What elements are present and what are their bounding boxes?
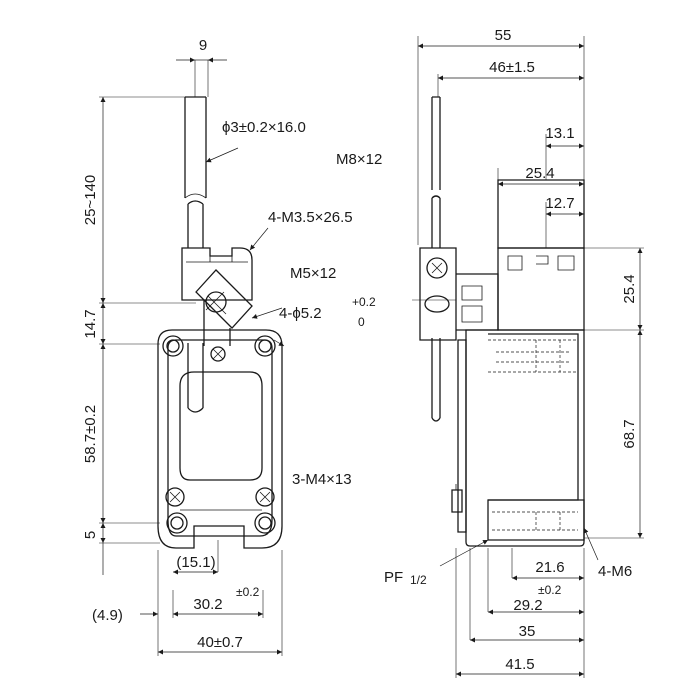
dim-lever-diameter: ϕ3±0.2×16.0 [222,119,306,136]
front-view [99,57,285,656]
side-main-body [451,329,585,547]
dim-head-screws: 4-M3.5×26.5 [268,209,353,226]
dim-35: 35 [519,623,536,640]
dim-tol-zero: 0 [358,315,365,329]
lever-rod [184,96,207,413]
dim-21-6: 21.6 [535,559,564,576]
dim-41-5: 41.5 [505,656,534,673]
switch-body [157,329,283,549]
dim-68-7: 68.7 [621,419,638,448]
dim-14-7: 14.7 [82,309,99,338]
side-head [412,247,499,341]
dim-46: 46±1.5 [489,59,535,76]
dim-12-7: 12.7 [545,195,574,212]
side-dimensions [418,43,643,677]
side-view [412,36,644,678]
actuator-head [181,247,253,346]
side-lever [431,96,441,422]
dim-5: 5 [82,531,99,539]
dim-13-1: 13.1 [545,125,574,142]
dim-lever-length: 25~140 [82,175,99,225]
dim-29-2: 29.2 [513,597,542,614]
dim-25-4-top: 25.4 [525,165,554,182]
dim-58-7: 58.7±0.2 [82,405,99,463]
dim-40: 40±0.7 [197,634,243,651]
dim-4-m6: 4-M6 [598,563,632,580]
dim-m5: M5×12 [290,265,336,282]
dim-tol-30-2: ±0.2 [236,585,260,599]
dim-15-1: (15.1) [176,554,215,571]
dim-55: 55 [495,27,512,44]
dim-9: 9 [199,37,207,54]
dim-30-2: 30.2 [193,596,222,613]
dim-m8: M8×12 [336,151,382,168]
dim-tol-21-6: ±0.2 [538,583,562,597]
dim-4-9: (4.9) [92,607,123,624]
front-dimensions [100,57,285,655]
dim-cover-screws: 3-M4×13 [292,471,352,488]
dim-25-4-side: 25.4 [621,274,638,303]
dim-tol-plus: +0.2 [352,295,376,309]
dim-pf: PF [384,569,403,586]
dim-pf-fraction: 1/2 [410,573,427,587]
dimension-labels: 9 ϕ3±0.2×16.0 25~140 4-M3.5×26.5 M5×12 1… [82,27,638,673]
dim-mount-holes: 4-ϕ5.2 [279,305,322,322]
